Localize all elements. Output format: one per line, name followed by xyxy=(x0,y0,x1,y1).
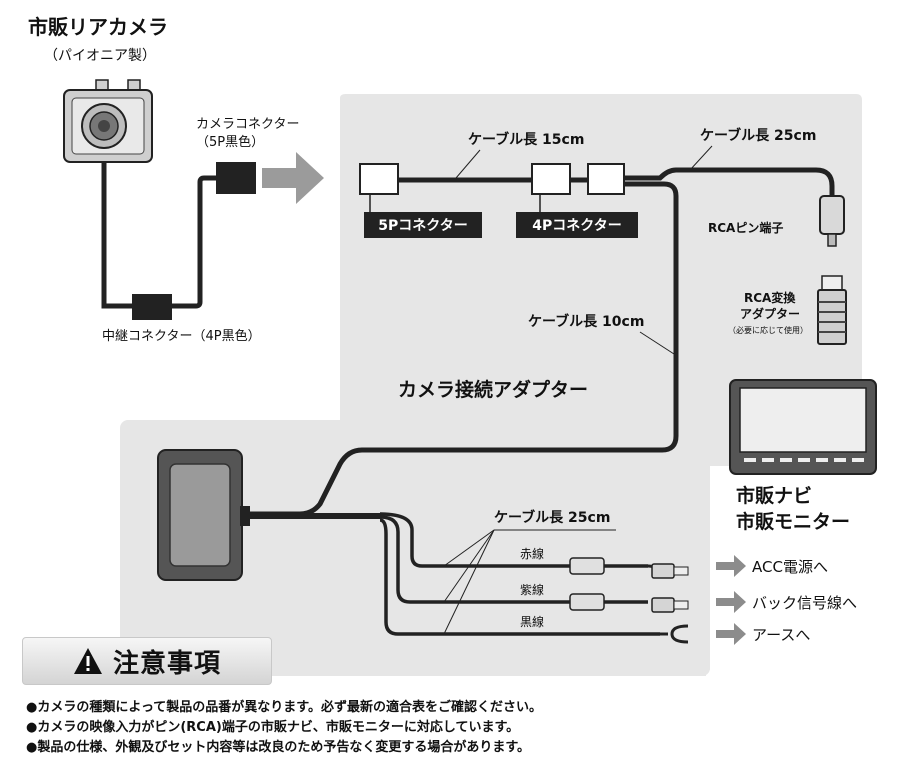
connector-5p-label: 5Pコネクター xyxy=(378,218,467,234)
camera-cable xyxy=(101,162,218,309)
monitor-label-navi: 市販ナビ xyxy=(736,484,812,507)
connector-5p-box xyxy=(359,163,399,195)
cable-25cm-rca-leader xyxy=(689,145,713,171)
cable-10cm-leader xyxy=(639,331,675,355)
monitor-icon xyxy=(729,379,877,475)
acc-arrow-icon xyxy=(716,555,746,577)
ground-arrow-icon xyxy=(716,623,746,645)
connector-4p-badge xyxy=(516,212,638,238)
camera-connector-label: カメラコネクター xyxy=(196,117,299,132)
cable-25cm-wires-label: ケーブル長 25cm xyxy=(494,509,610,526)
ground-terminal-icon xyxy=(660,624,689,644)
red-wire xyxy=(379,512,570,568)
relay-connector-icon xyxy=(132,294,172,320)
dest-acc: ACC電源へ xyxy=(752,558,828,576)
adapter-panel-mid xyxy=(340,94,710,676)
rca-pin-label: RCAピン端子 xyxy=(708,220,783,235)
wire-label-red: 赤線 xyxy=(520,546,544,561)
camera-title: 市販リアカメラ xyxy=(28,15,168,39)
monitor-label-monitor: 市販モニター xyxy=(736,510,850,533)
purple-wire-terminal-icon xyxy=(569,593,689,613)
camera-connector-color: （5P黒色） xyxy=(196,134,264,150)
caution-note: ●カメラの種類によって製品の品番が異なります。必ず最新の適合表をご確認ください。 xyxy=(26,700,543,715)
caution-banner: 注意事項 xyxy=(22,637,272,685)
cable-15cm-leader xyxy=(455,149,481,179)
adapter-cable-10cm xyxy=(248,181,679,517)
back-signal-arrow-icon xyxy=(716,591,746,613)
wire-label-black: 黒線 xyxy=(520,614,544,629)
cable-25cm-leader-3 xyxy=(443,529,495,635)
wire-label-purple: 紫線 xyxy=(520,582,544,597)
rca-adapter-label-1: RCA変換 xyxy=(744,290,796,305)
adapter-cable-25cm-rca xyxy=(624,167,835,196)
caution-title: 注意事項 xyxy=(112,648,221,679)
adapter-box-icon xyxy=(157,449,250,581)
rca-adapter-label-2: アダプター xyxy=(740,306,800,321)
relay-connector-label: 中継コネクター（4P黒色） xyxy=(102,328,261,344)
rca-adapter-note: （必要に応じて使用） xyxy=(728,325,808,335)
connector-4p-mate-box xyxy=(587,163,625,195)
camera-connector-icon xyxy=(216,162,256,194)
connector-5p-badge xyxy=(364,212,482,238)
cable-25cm-leader-1 xyxy=(443,529,495,567)
connect-arrow-icon xyxy=(262,152,324,204)
caution-notes: ●カメラの種類によって製品の品番が異なります。必ず最新の適合表をご確認ください。… xyxy=(26,698,886,758)
cable-15cm-label: ケーブル長 15cm xyxy=(468,131,584,148)
rear-camera-icon xyxy=(63,79,153,163)
rca-adapter-icon xyxy=(817,275,847,345)
rca-pin-icon xyxy=(819,195,845,247)
purple-wire xyxy=(379,515,570,604)
dest-back-signal: バック信号線へ xyxy=(752,594,857,612)
black-wire xyxy=(379,518,660,636)
caution-note: ●製品の仕様、外観及びセット内容等は改良のため予告なく変更する場合があります。 xyxy=(26,740,531,755)
dest-ground: アースへ xyxy=(752,626,810,644)
connector-4p-box xyxy=(531,163,571,195)
camera-subtitle: （パイオニア製） xyxy=(44,48,156,64)
red-wire-terminal-icon xyxy=(569,557,689,579)
caution-note: ●カメラの映像入力がピン(RCA)端子の市販ナビ、市販モニターに対応しています。 xyxy=(26,720,520,735)
cable-25cm-leader-2 xyxy=(443,529,495,603)
cable-25cm-rca-label: ケーブル長 25cm xyxy=(700,127,816,144)
warning-icon xyxy=(73,648,102,674)
cable-10cm-label: ケーブル長 10cm xyxy=(528,313,644,330)
connector-4p-label: 4Pコネクター xyxy=(532,218,621,234)
adapter-title: カメラ接続アダプター xyxy=(398,378,588,401)
